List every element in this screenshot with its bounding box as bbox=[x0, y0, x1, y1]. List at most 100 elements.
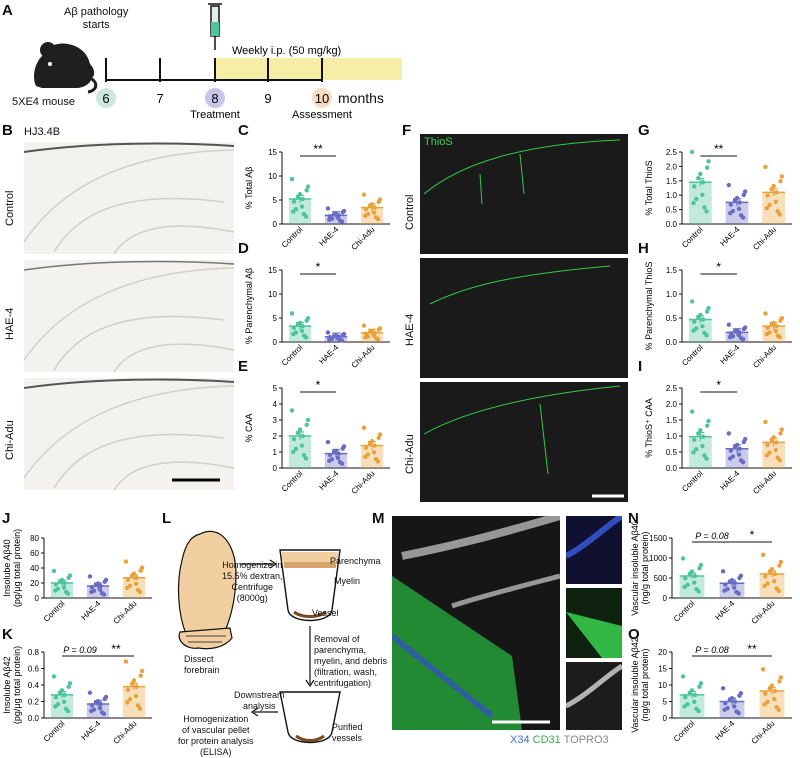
data-point bbox=[696, 175, 701, 181]
data-point bbox=[123, 659, 129, 664]
data-point bbox=[726, 431, 732, 436]
panel-label-d: D bbox=[238, 240, 249, 257]
data-point bbox=[327, 458, 332, 463]
data-point bbox=[763, 419, 768, 425]
tick-circle-6 bbox=[96, 88, 116, 108]
data-point bbox=[134, 575, 139, 580]
data-point bbox=[691, 450, 696, 455]
x-tick-label: Chi-Adu bbox=[750, 719, 777, 746]
x-tick-label: Control bbox=[672, 599, 697, 624]
data-point bbox=[62, 580, 67, 586]
x-tick-label: Control bbox=[680, 469, 705, 494]
data-point bbox=[727, 579, 732, 584]
data-point bbox=[125, 700, 130, 705]
data-point bbox=[53, 588, 58, 593]
data-point bbox=[740, 336, 746, 342]
x-tick-label: HAE-4 bbox=[79, 719, 102, 742]
data-point bbox=[339, 219, 345, 224]
hj-label: HJ3.4B bbox=[24, 126, 61, 138]
y-axis-label: Vascular insoluble Aβ42(ng/g total prote… bbox=[630, 637, 650, 733]
data-point bbox=[65, 708, 71, 714]
data-point bbox=[700, 192, 705, 197]
data-point bbox=[774, 323, 779, 329]
data-point bbox=[363, 331, 369, 336]
x-tick-label: Chi-Adu bbox=[751, 343, 778, 370]
panel-label-c: C bbox=[238, 122, 249, 139]
data-point bbox=[691, 328, 696, 333]
data-point bbox=[340, 446, 345, 451]
data-point bbox=[331, 449, 337, 455]
panel-label-a: A bbox=[2, 2, 13, 19]
brain-image-hae4 bbox=[24, 260, 234, 372]
data-point bbox=[89, 585, 95, 590]
vessel-merged-signal bbox=[392, 516, 560, 730]
data-point bbox=[682, 584, 687, 590]
y-tick-label: 1000 bbox=[649, 554, 667, 563]
data-point bbox=[704, 423, 710, 428]
data-point bbox=[773, 447, 778, 453]
data-point bbox=[772, 571, 778, 577]
tick-8: 8 bbox=[211, 91, 218, 106]
x-tick-label: HAE-4 bbox=[718, 469, 741, 492]
data-point bbox=[361, 425, 367, 430]
y-tick-label: 0 bbox=[663, 594, 668, 603]
data-point bbox=[698, 428, 703, 433]
significance-label: * bbox=[750, 528, 755, 542]
data-point bbox=[137, 706, 143, 711]
data-point bbox=[57, 579, 63, 584]
data-point bbox=[687, 571, 692, 576]
data-point bbox=[299, 328, 305, 334]
data-point bbox=[135, 703, 141, 708]
data-point bbox=[125, 577, 131, 582]
y-tick-label: 0.5 bbox=[666, 448, 678, 457]
data-point bbox=[305, 184, 311, 189]
x-tick-label: Control bbox=[280, 225, 305, 250]
data-point bbox=[289, 176, 295, 182]
data-point bbox=[771, 183, 776, 189]
x-tick-label: Control bbox=[42, 719, 67, 744]
y-tick-label: 1.5 bbox=[666, 416, 678, 425]
data-point bbox=[53, 582, 59, 587]
data-point bbox=[361, 192, 367, 197]
data-point bbox=[138, 568, 143, 573]
data-point bbox=[685, 701, 690, 707]
data-point bbox=[689, 149, 695, 155]
data-point bbox=[133, 693, 139, 699]
data-point bbox=[696, 589, 701, 594]
y-tick-label: 1 bbox=[273, 448, 278, 457]
data-point bbox=[131, 678, 137, 683]
significance-label: P = 0.09 bbox=[63, 645, 96, 655]
thios-label: ThioS bbox=[424, 136, 453, 148]
group-label-f-control: Control bbox=[404, 194, 416, 230]
data-point bbox=[732, 585, 737, 590]
data-point bbox=[303, 214, 309, 219]
y-axis-label: % Parenchymal Aβ bbox=[244, 268, 254, 344]
data-point bbox=[363, 454, 368, 459]
data-point bbox=[97, 705, 103, 711]
x-tick-label: HAE-4 bbox=[317, 469, 340, 492]
y-tick-label: 1.0 bbox=[666, 432, 678, 441]
data-point bbox=[375, 459, 381, 464]
y-axis-label: Insolube Aβ42(pg/μg total protein) bbox=[2, 646, 22, 724]
data-point bbox=[767, 202, 772, 208]
data-point bbox=[291, 199, 297, 204]
data-point bbox=[61, 585, 67, 590]
syringe-icon bbox=[208, 3, 222, 50]
bar bbox=[360, 332, 384, 342]
data-point bbox=[66, 684, 71, 690]
data-point bbox=[53, 695, 59, 700]
thios-image-chiadu bbox=[420, 382, 628, 502]
data-point bbox=[67, 681, 73, 686]
data-point bbox=[700, 434, 706, 439]
data-point bbox=[732, 581, 738, 586]
data-point bbox=[704, 309, 710, 314]
data-point bbox=[327, 452, 333, 458]
y-tick-label: 0 bbox=[273, 464, 278, 473]
pathology-label: Aβ pathology starts bbox=[64, 6, 129, 31]
data-point bbox=[98, 583, 103, 589]
data-point bbox=[363, 445, 369, 451]
data-point bbox=[720, 569, 726, 574]
